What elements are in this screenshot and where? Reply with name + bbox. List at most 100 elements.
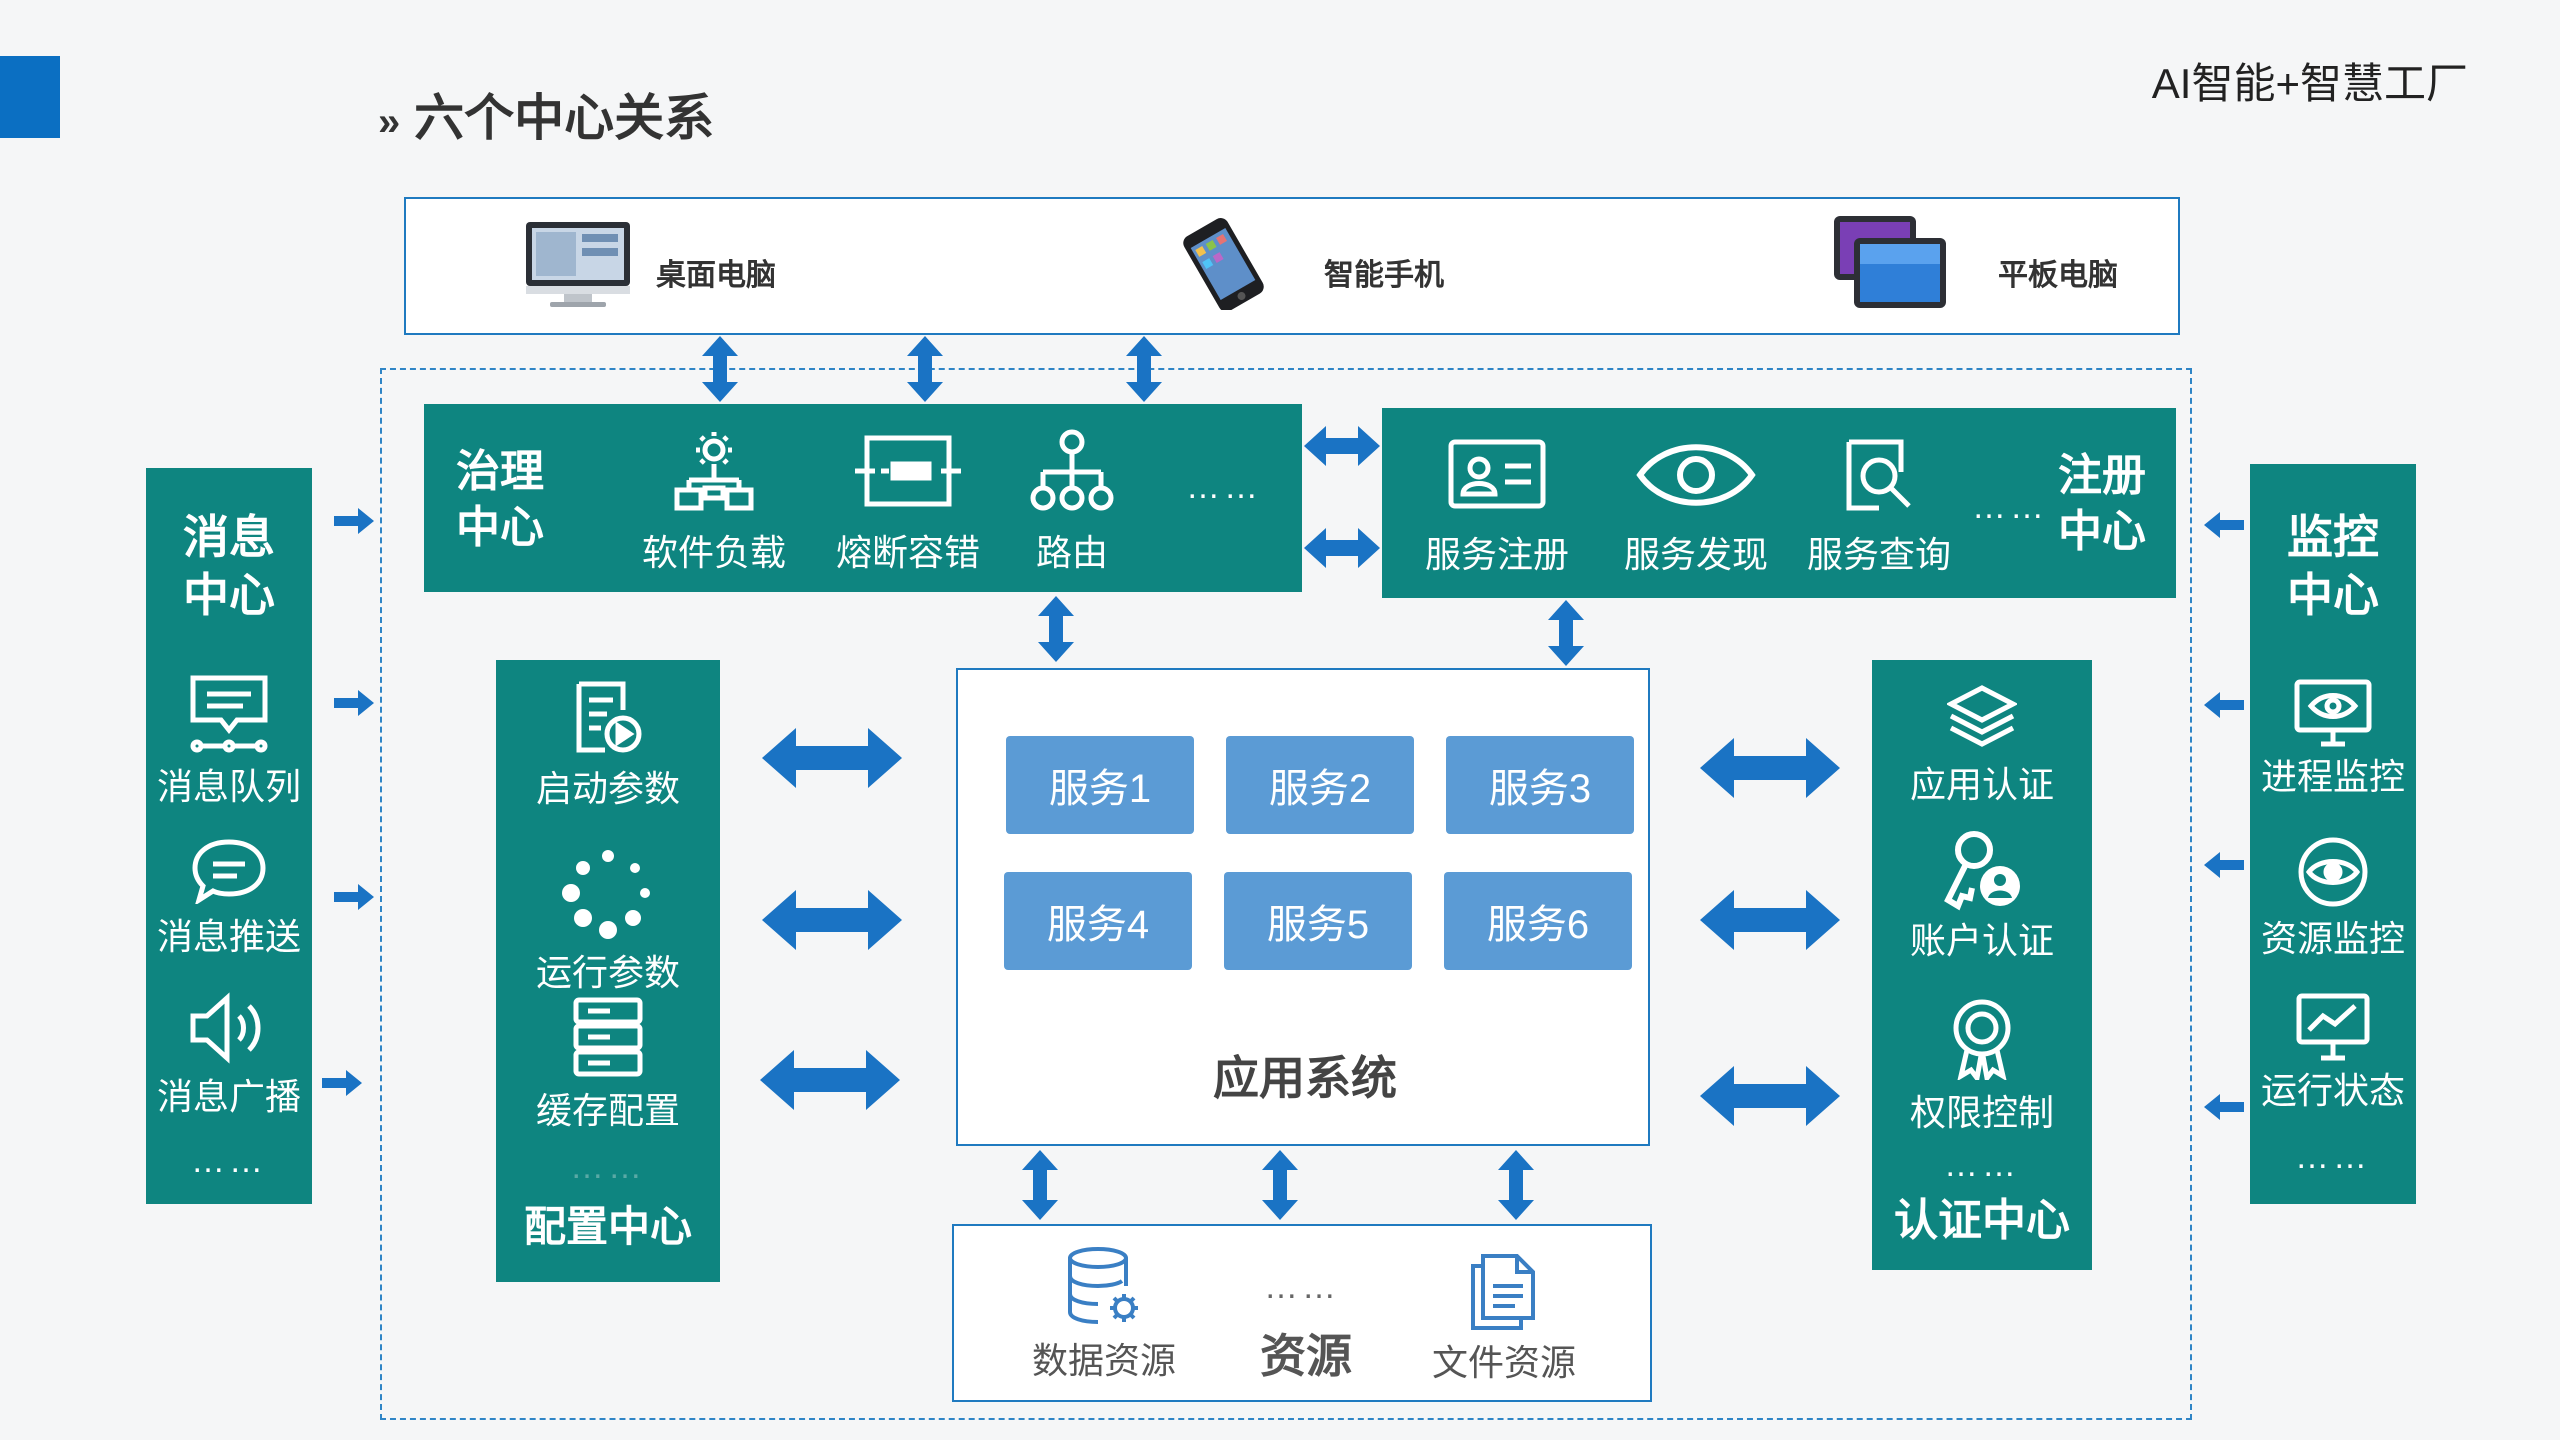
search-doc-icon [1839, 438, 1919, 512]
arrow-mon-4 [2204, 1094, 2244, 1120]
reg-item-label: 服务注册 [1424, 534, 1569, 575]
governance-title: 治理 中心 [456, 447, 544, 552]
service-box-1: 服务1 [1006, 736, 1194, 834]
arrow-gov-reg-1 [1304, 424, 1380, 468]
reg-item-register: 服务注册 [1412, 438, 1582, 578]
loading-dots-icon [561, 846, 655, 940]
monitor-center: 监控 中心 进程监控 资源监控 运行状态 …… [2250, 464, 2416, 1204]
res-item-data: 数据资源 [1014, 1246, 1194, 1384]
arrow-device-gov-3 [1124, 336, 1164, 402]
arrow-device-gov-1 [700, 336, 740, 402]
msg-item-label: 消息推送 [156, 916, 301, 957]
arrow-mon-3 [2204, 852, 2244, 878]
title-text: 六个中心关系 [414, 90, 715, 146]
chart-monitor-icon [2295, 992, 2371, 1062]
gov-item-route: 路由 [1012, 428, 1132, 576]
arrow-msg-4 [322, 1070, 362, 1096]
page-title: » 六个中心关系 [378, 78, 714, 150]
device-label-desktop: 桌面电脑 [656, 259, 776, 292]
arrow-app-auth-1 [1700, 736, 1840, 800]
desktop-computer-icon [524, 220, 632, 308]
arrow-msg-2 [334, 690, 374, 716]
auth-item-app: 应用认证 [1872, 684, 2092, 808]
title-prefix: » [378, 100, 401, 144]
arrow-cfg-app-2 [762, 888, 902, 952]
arrow-msg-1 [334, 508, 374, 534]
service-box-3: 服务3 [1446, 736, 1634, 834]
system-boundary [380, 368, 2192, 1420]
target-eye-icon [2295, 834, 2371, 910]
res-item-label: 文件资源 [1431, 1342, 1576, 1383]
msg-item-push: 消息推送 [146, 838, 312, 960]
monitor-title: 监控 中心 [2287, 511, 2379, 621]
corner-accent [0, 56, 60, 138]
arrow-mon-2 [2204, 692, 2244, 718]
auth-item-label: 权限控制 [1909, 1092, 2054, 1133]
smartphone-icon [1168, 218, 1278, 310]
msg-item-broadcast: 消息广播 [146, 992, 312, 1120]
arrow-reg-app [1546, 600, 1586, 666]
resources-title: 资源 [1260, 1330, 1352, 1382]
circuit-breaker-icon [853, 428, 963, 518]
database-gear-icon [1064, 1246, 1144, 1330]
id-card-icon [1447, 438, 1547, 512]
res-item-label: 数据资源 [1031, 1340, 1176, 1381]
speaker-icon [187, 992, 271, 1064]
cfg-item-cache: 缓存配置 [496, 996, 720, 1134]
badge-award-icon [1947, 996, 2017, 1080]
device-label-tablet: 平板电脑 [1998, 259, 2118, 292]
cfg-item-run: 运行参数 [496, 846, 720, 996]
msg-item-label: 消息队列 [156, 766, 301, 807]
chat-bubble-icon [191, 838, 267, 904]
config-title: 配置中心 [523, 1203, 692, 1250]
start-params-icon [571, 680, 645, 756]
gov-item-label: 软件负载 [641, 532, 786, 573]
arrow-app-auth-3 [1700, 1064, 1840, 1128]
key-user-icon [1940, 828, 2024, 912]
auth-more: …… [1944, 1146, 2020, 1184]
config-center: 启动参数 运行参数 缓存配置 …… 配置中心 [496, 660, 720, 1282]
governance-more: …… [1186, 468, 1262, 506]
cfg-item-start: 启动参数 [496, 680, 720, 812]
mon-item-status: 运行状态 [2250, 992, 2416, 1114]
monitor-eye-icon [2293, 678, 2373, 748]
cfg-item-label: 运行参数 [535, 952, 680, 993]
arrow-cfg-app-1 [762, 726, 902, 790]
res-item-file: 文件资源 [1414, 1252, 1594, 1386]
file-doc-icon [1469, 1252, 1539, 1332]
load-balance-icon [669, 428, 759, 518]
message-queue-icon [187, 674, 271, 754]
gov-item-breaker: 熔断容错 [828, 428, 988, 576]
arrow-device-gov-2 [905, 336, 945, 402]
message-center: 消息 中心 消息队列 消息推送 消息广播 …… [146, 468, 312, 1204]
auth-center: 应用认证 账户认证 权限控制 …… 认证中心 [1872, 660, 2092, 1270]
device-label-phone: 智能手机 [1324, 259, 1444, 292]
tablet-icon [1832, 214, 1948, 310]
auth-item-account: 账户认证 [1872, 828, 2092, 964]
auth-item-label: 应用认证 [1909, 764, 2054, 805]
auth-item-permission: 权限控制 [1872, 996, 2092, 1136]
arrow-app-res-3 [1496, 1150, 1536, 1220]
reg-item-label: 服务查询 [1806, 534, 1951, 575]
auth-title: 认证中心 [1894, 1196, 2070, 1245]
arrow-cfg-app-3 [760, 1048, 900, 1112]
gov-item-load: 软件负载 [634, 428, 794, 576]
eye-icon [1636, 438, 1756, 512]
cfg-item-label: 启动参数 [535, 768, 680, 809]
message-more: …… [191, 1142, 267, 1180]
reg-item-discover: 服务发现 [1606, 438, 1786, 578]
arrow-app-auth-2 [1700, 888, 1840, 952]
mon-item-label: 资源监控 [2260, 918, 2405, 959]
monitor-more: …… [2295, 1138, 2371, 1176]
app-system-title: 应用系统 [1213, 1052, 1397, 1104]
msg-item-queue: 消息队列 [146, 674, 312, 810]
brand-label: AI智能+智慧工厂 [2151, 60, 2468, 107]
registry-more: …… [1972, 488, 2048, 526]
mon-item-label: 运行状态 [2260, 1070, 2405, 1111]
layers-icon [1947, 684, 2017, 750]
mon-item-resource: 资源监控 [2250, 834, 2416, 962]
arrow-app-res-1 [1020, 1150, 1060, 1220]
arrow-mon-1 [2204, 512, 2244, 538]
mon-item-label: 进程监控 [2260, 756, 2405, 797]
resources-more: …… [1264, 1268, 1340, 1306]
